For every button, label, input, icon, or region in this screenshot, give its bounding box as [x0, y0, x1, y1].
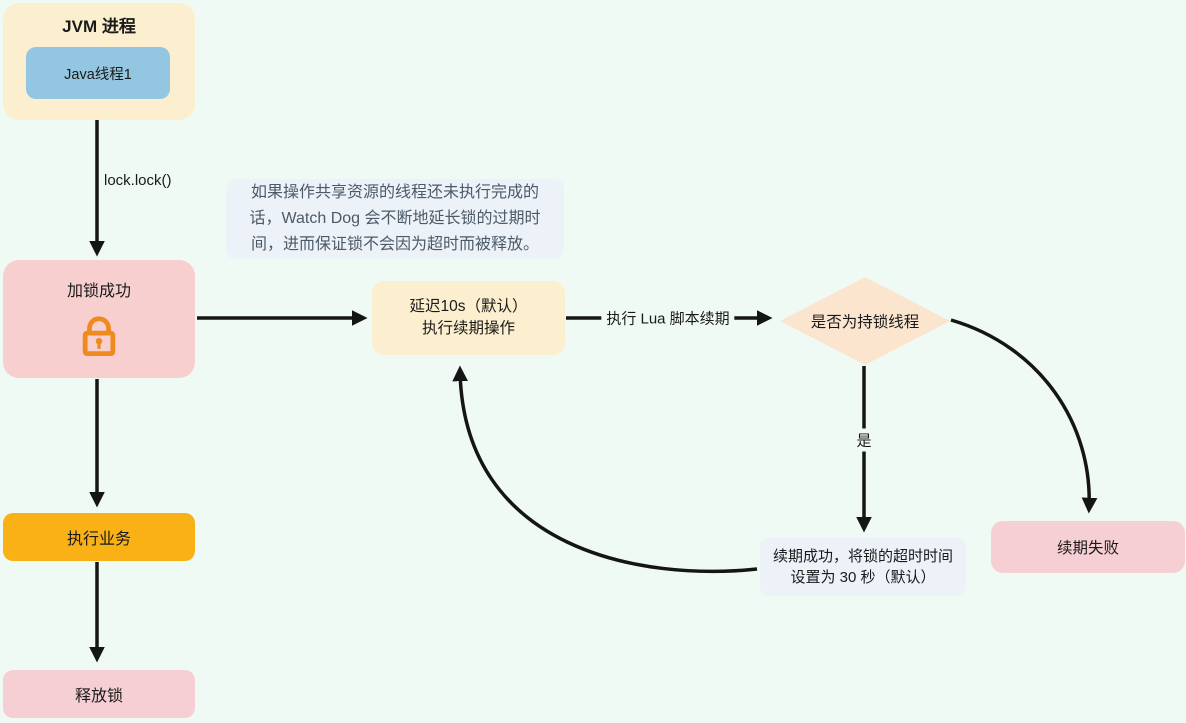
edge-label-yes: 是 [853, 428, 875, 452]
renew-fail-node: 续期失败 [991, 521, 1185, 573]
holder-check-diamond: 是否为持锁线程 [780, 277, 950, 365]
delay-renew-line2: 执行续期操作 [421, 320, 515, 337]
do-business-node: 执行业务 [3, 513, 195, 561]
renew-success-line1: 续期成功，将锁的超时时间 [772, 548, 953, 565]
renew-success-node: 续期成功，将锁的超时时间 设置为 30 秒（默认） [760, 538, 966, 596]
do-business-label: 执行业务 [66, 531, 131, 548]
watchdog-note-line2: 话，Watch Dog 会不断地延长锁的过期时 [249, 210, 541, 227]
java-thread-node: Java线程1 [26, 47, 170, 99]
holder-check-label: 是否为持锁线程 [810, 314, 920, 331]
watchdog-note-line1: 如果操作共享资源的线程还未执行完成的 [250, 184, 539, 201]
delay-renew-line1: 延迟10s（默认） [409, 298, 528, 315]
watchdog-note: 如果操作共享资源的线程还未执行完成的 话，Watch Dog 会不断地延长锁的过… [226, 179, 564, 259]
delay-renew-node: 延迟10s（默认） 执行续期操作 [372, 281, 565, 355]
jvm-process-title: JVM 进程 [62, 17, 136, 36]
edge-renew-success-to-delay [452, 365, 758, 574]
edge-label-lua-script: 执行 Lua 脚本续期 [601, 307, 735, 329]
release-lock-node: 释放锁 [3, 670, 195, 718]
release-lock-label: 释放锁 [74, 688, 123, 705]
lock-success-node: 加锁成功 [3, 260, 195, 378]
renew-fail-label: 续期失败 [1056, 540, 1119, 557]
java-thread-label: Java线程1 [64, 66, 132, 83]
lock-icon [76, 314, 122, 361]
edge-label-lock-call: lock.lock() [104, 172, 172, 189]
edge-diamond-to-renew-fail [950, 318, 1098, 514]
watchdog-note-line3: 间，进而保证锁不会因为超时而被释放。 [250, 236, 539, 253]
lock-success-label: 加锁成功 [66, 283, 131, 300]
renew-success-line2: 设置为 30 秒（默认） [790, 569, 936, 586]
